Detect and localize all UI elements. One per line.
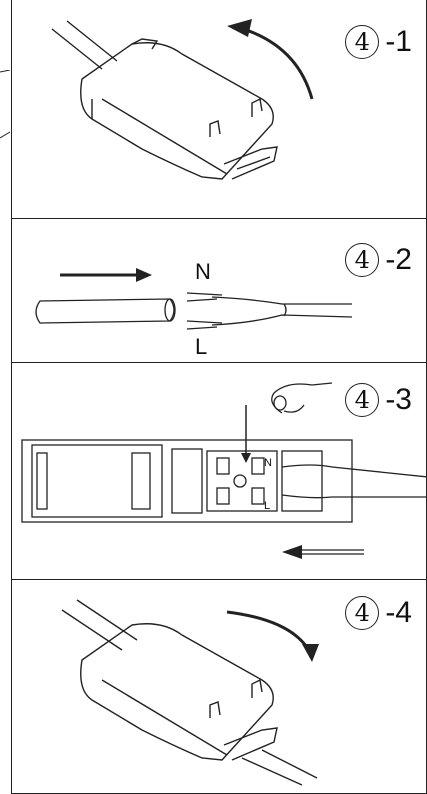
connector-open-wiring-illustration: N L: [21, 382, 426, 559]
terminal-n-mark: N: [264, 457, 272, 469]
step-panel-4-2: 4 -2 N L: [11, 218, 427, 363]
edge-line: [0, 70, 11, 139]
step-panel-4-4: 4 -4: [11, 579, 427, 794]
neutral-label: N: [195, 259, 211, 284]
step-number: 4: [345, 25, 380, 59]
step-label-4-4: 4 -4: [345, 596, 412, 630]
connector-closed-illustration: [51, 19, 314, 180]
step-label-4-3: 4 -3: [345, 383, 412, 417]
terminal-l-mark: L: [264, 500, 270, 512]
step-number: 4: [345, 383, 380, 417]
wire-strip-illustration: [35, 268, 353, 330]
step-number: 4: [345, 596, 380, 630]
step-panel-4-3: 4 -3: [11, 362, 427, 580]
connector-closing-illustration: [61, 599, 319, 786]
step-label-4-2: 4 -2: [345, 243, 412, 277]
step-number: 4: [345, 243, 380, 277]
step-label-4-1: 4 -1: [345, 25, 412, 59]
step-suffix: -4: [385, 596, 412, 629]
step-suffix: -3: [385, 383, 412, 416]
step-suffix: -2: [385, 243, 412, 276]
step-suffix: -1: [385, 25, 412, 58]
step-panel-4-1: 4 -1: [11, 0, 427, 219]
live-label: L: [195, 334, 208, 359]
